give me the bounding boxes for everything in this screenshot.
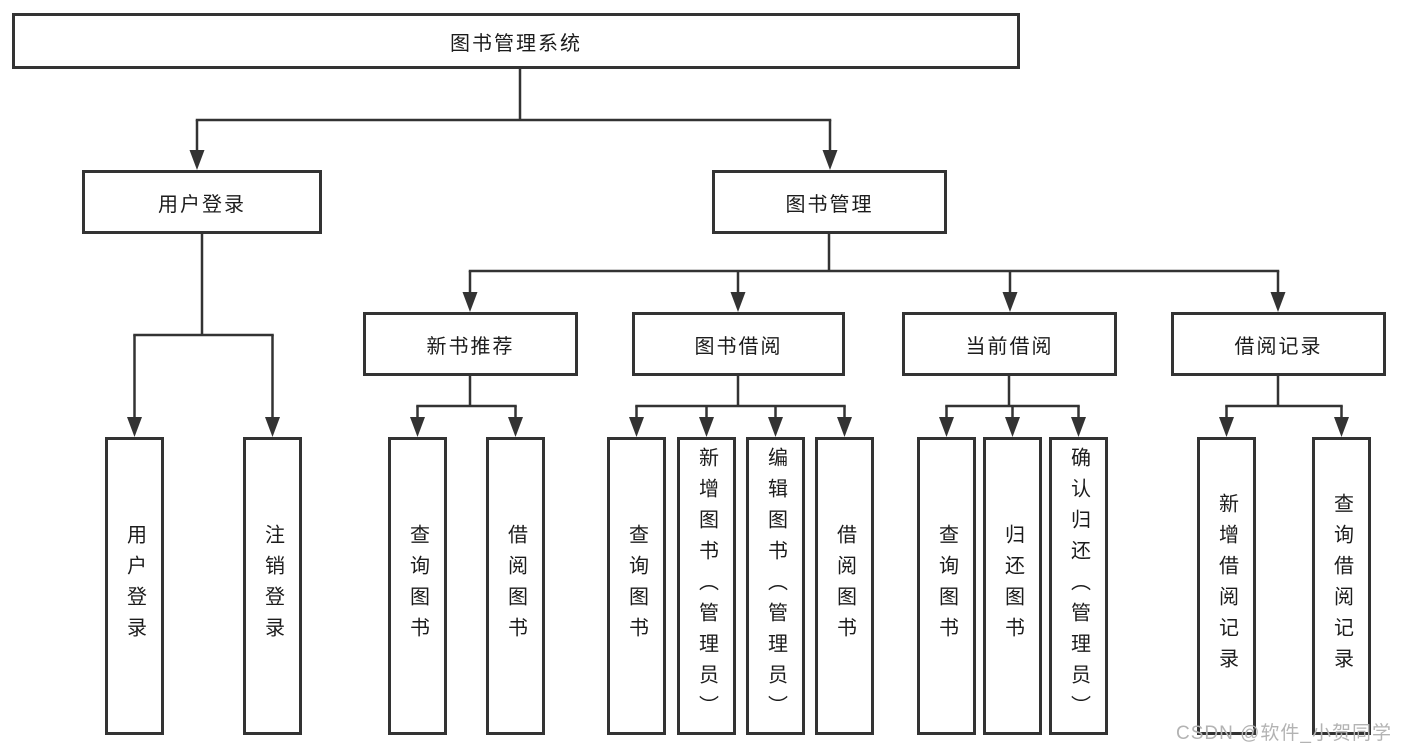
connector-recommend-to-leaves [410, 375, 523, 437]
leaf-add-book-admin: 新增图书（管理员） [677, 437, 736, 735]
leaf-query-books-recommend: 查询图书 [388, 437, 447, 735]
arrow-down-icon [1002, 271, 1018, 312]
arrow-down-icon [265, 335, 280, 437]
node-book-borrow: 图书借阅 [632, 312, 845, 376]
node-user-login: 用户登录 [82, 170, 322, 234]
node-current-borrow: 当前借阅 [902, 312, 1117, 376]
node-book-management: 图书管理 [712, 170, 947, 234]
leaf-query-books-borrow: 查询图书 [607, 437, 666, 735]
arrow-down-icon [1334, 406, 1349, 437]
node-new-book-recommend: 新书推荐 [363, 312, 578, 376]
arrow-down-icon [699, 406, 714, 437]
node-library-system: 图书管理系统 [12, 13, 1020, 69]
leaf-edit-book-admin-label: 编辑图书（管理员） [764, 446, 787, 726]
leaf-return-book-label: 归还图书 [1001, 524, 1024, 648]
arrow-down-icon [822, 120, 838, 170]
leaf-user-login-label: 用户登录 [123, 524, 146, 648]
arrow-down-icon [837, 406, 852, 437]
arrow-down-icon [127, 335, 142, 437]
arrow-down-icon [629, 406, 644, 437]
arrow-down-icon [462, 271, 478, 312]
leaf-query-books-current: 查询图书 [917, 437, 976, 735]
connector-current-to-leaves [939, 375, 1086, 437]
connector-user-login-to-leaves [127, 233, 280, 437]
leaf-query-books-current-label: 查询图书 [935, 524, 958, 648]
node-new-book-recommend-label: 新书推荐 [426, 335, 515, 358]
leaf-borrow-books-borrow: 借阅图书 [815, 437, 874, 735]
leaf-edit-book-admin: 编辑图书（管理员） [746, 437, 805, 735]
leaf-add-book-admin-label: 新增图书（管理员） [695, 446, 718, 726]
arrow-down-icon [939, 406, 954, 437]
node-book-borrow-label: 图书借阅 [694, 335, 783, 358]
node-current-borrow-label: 当前借阅 [965, 335, 1054, 358]
leaf-return-book: 归还图书 [983, 437, 1042, 735]
leaf-query-books-borrow-label: 查询图书 [625, 524, 648, 648]
leaf-borrow-books-borrow-label: 借阅图书 [833, 524, 856, 648]
node-borrow-records: 借阅记录 [1171, 312, 1386, 376]
leaf-confirm-return-admin: 确认归还（管理员） [1049, 437, 1108, 735]
leaf-user-login: 用户登录 [105, 437, 164, 735]
connector-records-to-leaves [1219, 375, 1349, 437]
leaf-query-books-recommend-label: 查询图书 [406, 524, 429, 648]
leaf-logout-label: 注销登录 [261, 524, 284, 648]
connector-borrow-to-leaves [629, 375, 852, 437]
leaf-add-borrow-record-label: 新增借阅记录 [1215, 493, 1238, 679]
leaf-borrow-books-recommend: 借阅图书 [486, 437, 545, 735]
arrow-down-icon [189, 120, 205, 170]
arrow-down-icon [768, 406, 783, 437]
arrow-down-icon [730, 271, 746, 312]
node-user-login-label: 用户登录 [158, 193, 246, 216]
arrow-down-icon [508, 406, 523, 437]
leaf-borrow-books-recommend-label: 借阅图书 [504, 524, 527, 648]
connector-book-mgmt-to-level2 [462, 233, 1286, 312]
leaf-confirm-return-admin-label: 确认归还（管理员） [1067, 446, 1090, 726]
leaf-query-borrow-record-label: 查询借阅记录 [1330, 493, 1353, 679]
leaf-query-borrow-record: 查询借阅记录 [1312, 437, 1371, 735]
node-borrow-records-label: 借阅记录 [1234, 335, 1323, 358]
arrow-down-icon [1005, 406, 1020, 437]
arrow-down-icon [1270, 271, 1286, 312]
arrow-down-icon [410, 406, 425, 437]
node-library-system-label: 图书管理系统 [450, 32, 582, 55]
arrow-down-icon [1219, 406, 1234, 437]
connector-root-to-level1 [189, 69, 838, 170]
arrow-down-icon [1071, 406, 1086, 437]
leaf-logout: 注销登录 [243, 437, 302, 735]
leaf-add-borrow-record: 新增借阅记录 [1197, 437, 1256, 735]
node-book-management-label: 图书管理 [785, 193, 874, 216]
watermark: CSDN @软件_小贺同学 [1176, 723, 1392, 744]
